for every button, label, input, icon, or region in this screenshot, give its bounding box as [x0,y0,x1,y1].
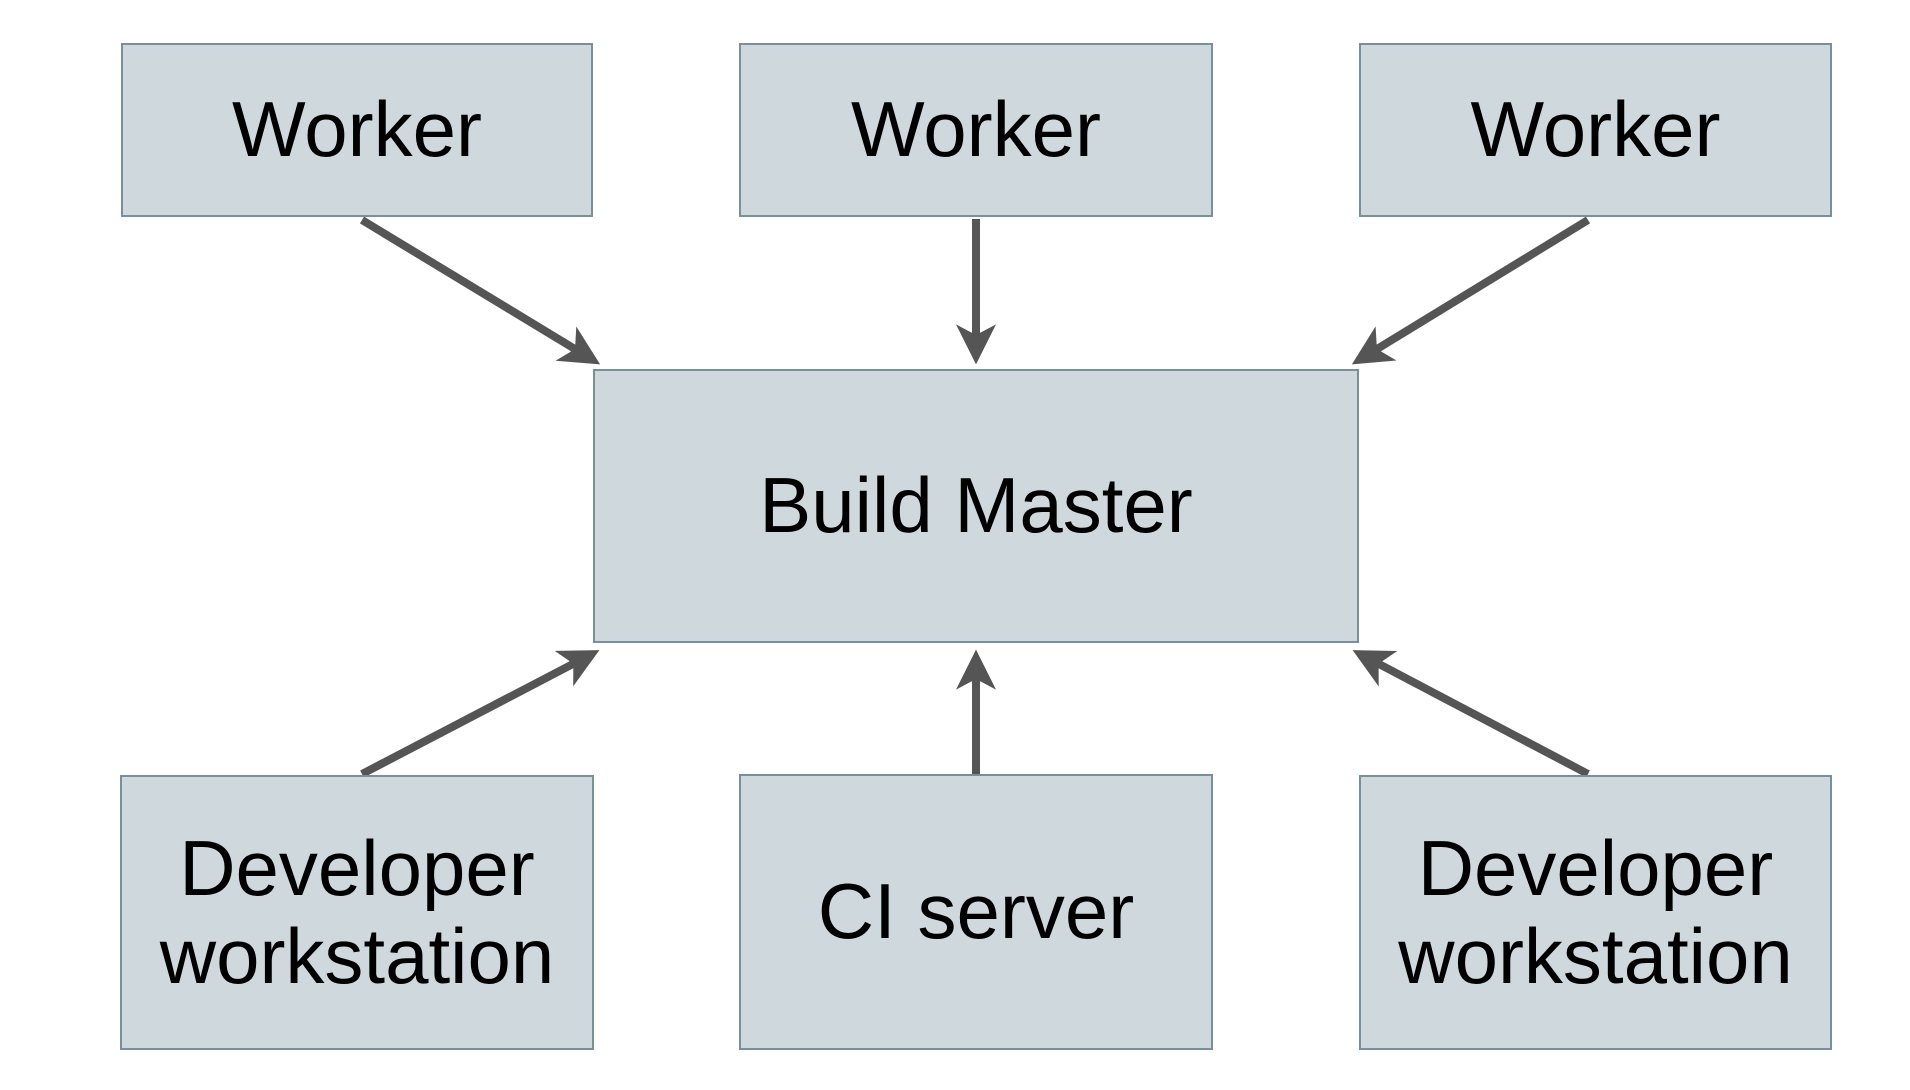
arrow-worker-1-to-build-master [359,216,601,365]
node-worker-1: Worker [121,43,593,217]
node-build-master: Build Master [593,369,1359,643]
node-worker-2: Worker [739,43,1213,217]
node-developer-workstation-2: Developer workstation [1359,775,1832,1050]
node-developer-workstation-1: Developer workstation [120,775,594,1050]
node-worker-1-label: Worker [232,85,482,174]
node-ci-server: CI server [739,774,1213,1050]
node-worker-3: Worker [1359,43,1832,217]
arrow-dev-workstation-1-to-build-master [360,650,600,778]
node-developer-workstation-1-label: Developer workstation [159,824,555,1000]
arrow-worker-3-to-build-master [1351,216,1591,365]
node-worker-3-label: Worker [1470,85,1721,174]
node-build-master-label: Build Master [759,461,1193,550]
node-worker-2-label: Worker [851,85,1101,174]
arrow-dev-workstation-2-to-build-master [1352,650,1590,778]
node-ci-server-label: CI server [817,867,1135,956]
node-developer-workstation-2-label: Developer workstation [1398,824,1793,1000]
